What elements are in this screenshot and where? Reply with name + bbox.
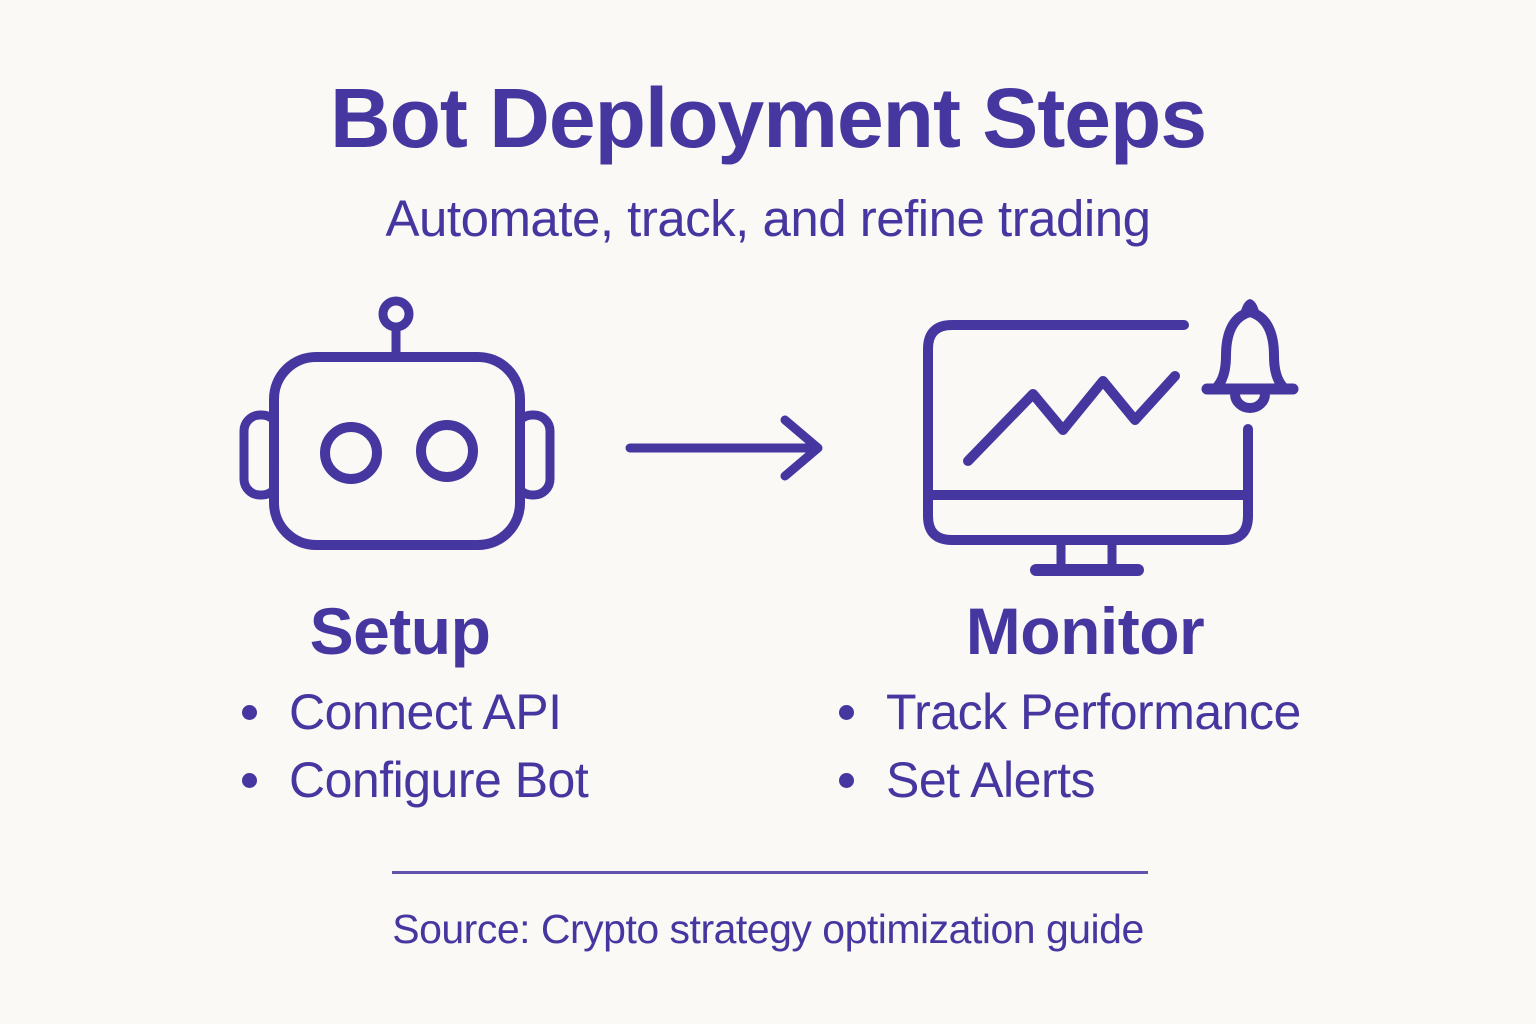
bell-icon — [1201, 299, 1299, 413]
bullet-text: Track Performance — [886, 684, 1301, 740]
bullet-dot — [839, 704, 854, 720]
monitor-chart-bell-icon — [922, 298, 1302, 585]
bullet-dot — [242, 772, 257, 788]
list-item: Set Alerts — [839, 746, 1301, 814]
bell-clapper — [1230, 389, 1270, 413]
list-item: Configure Bot — [242, 746, 589, 814]
robot-head — [269, 352, 525, 550]
page-subtitle: Automate, track, and refine trading — [385, 190, 1151, 247]
bullet-text: Configure Bot — [289, 752, 589, 808]
robot-eye-left — [320, 422, 382, 484]
robot-icon — [238, 296, 556, 560]
arrow-head — [780, 415, 823, 481]
monitor-bullet-list: Track Performance Set Alerts — [839, 678, 1301, 814]
list-item: Connect API — [242, 678, 588, 746]
bullet-dot — [839, 772, 854, 788]
source-note: Source: Crypto strategy optimization gui… — [392, 906, 1144, 952]
step-heading-monitor: Monitor — [965, 594, 1205, 668]
setup-bullet-list: Connect API Configure Bot — [242, 678, 589, 814]
divider — [392, 871, 1148, 874]
bell-handle — [1240, 299, 1260, 316]
page-title: Bot Deployment Steps — [329, 71, 1207, 165]
bullet-text: Connect API — [289, 684, 562, 740]
bullet-dot — [242, 704, 257, 720]
step-heading-setup: Setup — [309, 594, 491, 668]
line-chart-icon — [963, 371, 1180, 466]
robot-eye-right — [416, 420, 478, 482]
list-item: Track Performance — [839, 678, 1301, 746]
arrow-right-icon — [622, 412, 827, 484]
monitor-screen — [923, 320, 1253, 545]
robot-antenna-tip — [378, 296, 414, 332]
bullet-text: Set Alerts — [886, 752, 1096, 808]
bell-body — [1211, 307, 1289, 393]
